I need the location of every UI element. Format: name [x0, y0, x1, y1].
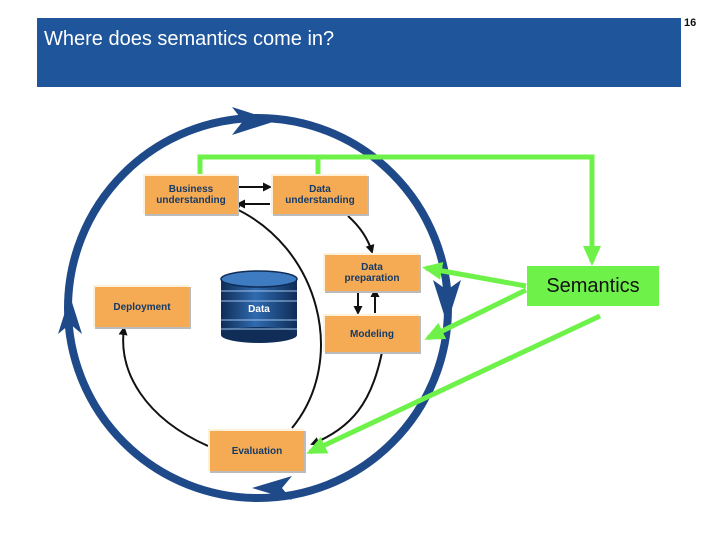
outer-cycle-arrow-right	[433, 280, 461, 324]
slide-title: Where does semantics come in?	[44, 28, 335, 50]
data-store-label: Data	[248, 304, 270, 315]
semantics-to-data-preparation	[422, 261, 527, 289]
deployment-box: Deployment	[93, 285, 189, 327]
outer-cycle-arrow-left	[58, 296, 82, 334]
data-understanding-box: Data understanding	[271, 174, 367, 214]
data-store-icon	[220, 270, 298, 343]
semantics-to-modeling	[424, 287, 528, 341]
modeling-box: Modeling	[323, 314, 419, 352]
data-preparation-box: Data preparation	[323, 253, 419, 291]
outer-cycle-arrow-bottom	[252, 476, 292, 500]
semantics-box: Semantics	[527, 266, 659, 306]
title-bar	[37, 18, 681, 87]
arrow-evaluation-to-business	[230, 205, 322, 429]
evaluation-box: Evaluation	[208, 429, 304, 471]
page-number: 16	[684, 17, 697, 29]
outer-cycle-arrow-top	[232, 107, 276, 135]
arrow-evaluation-to-deployment	[118, 326, 209, 447]
semantics-connector-top	[197, 154, 601, 266]
arrow-modeling-to-evaluation	[310, 351, 383, 446]
business-understanding-box: Business understanding	[143, 174, 237, 214]
semantics-to-evaluation	[306, 313, 602, 455]
arrow-understanding-to-preparation	[347, 215, 375, 254]
